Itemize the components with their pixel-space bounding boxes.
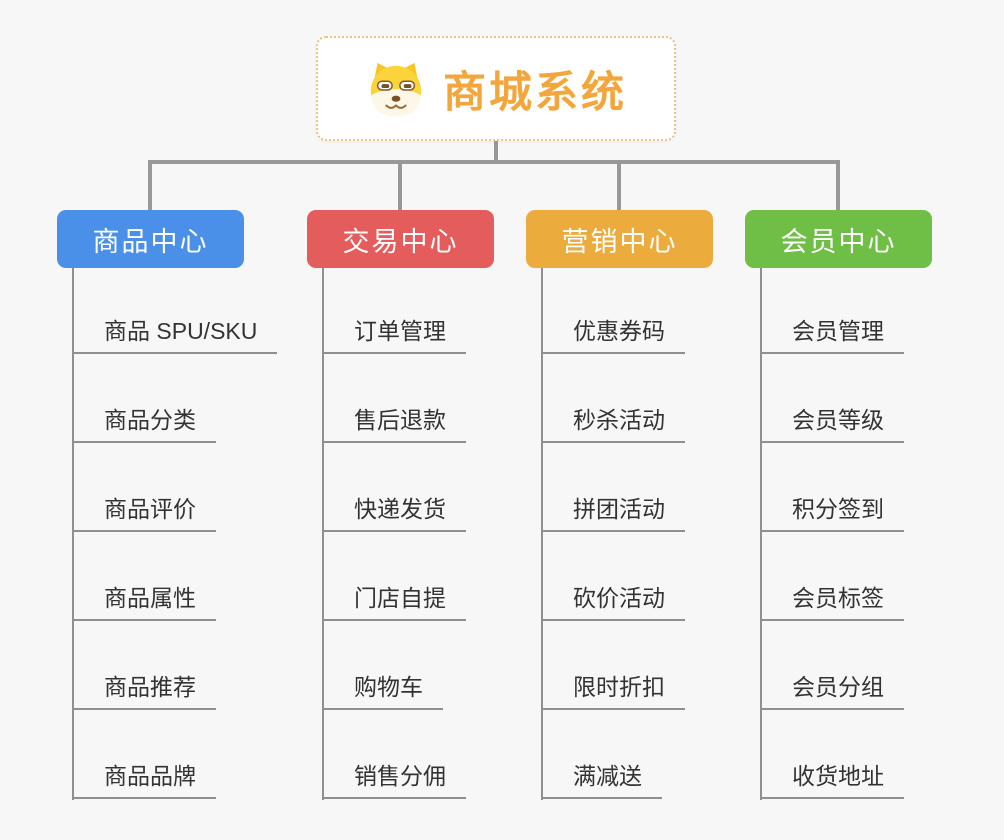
branch-node-members[interactable]: 会员中心 xyxy=(745,210,932,268)
leaf-node[interactable]: 限时折扣 xyxy=(541,676,685,710)
shiba-dog-icon xyxy=(370,62,422,116)
leaf-node[interactable]: 收货地址 xyxy=(760,765,904,799)
leaf-node[interactable]: 销售分佣 xyxy=(322,765,466,799)
leaf-node[interactable]: 会员分组 xyxy=(760,676,904,710)
branch-trunk-line xyxy=(322,268,324,800)
leaf-node[interactable]: 商品属性 xyxy=(72,587,216,621)
leaf-node[interactable]: 门店自提 xyxy=(322,587,466,621)
leaf-node[interactable]: 会员标签 xyxy=(760,587,904,621)
leaf-node[interactable]: 会员管理 xyxy=(760,320,904,354)
leaf-node[interactable]: 售后退款 xyxy=(322,409,466,443)
branch-trunk-line xyxy=(760,268,762,800)
leaf-node[interactable]: 商品推荐 xyxy=(72,676,216,710)
leaf-node[interactable]: 订单管理 xyxy=(322,320,466,354)
leaf-node[interactable]: 满减送 xyxy=(541,765,662,799)
leaf-node[interactable]: 砍价活动 xyxy=(541,587,685,621)
leaf-node[interactable]: 秒杀活动 xyxy=(541,409,685,443)
leaf-node[interactable]: 会员等级 xyxy=(760,409,904,443)
leaf-node[interactable]: 优惠券码 xyxy=(541,320,685,354)
leaf-node[interactable]: 积分签到 xyxy=(760,498,904,532)
leaf-node[interactable]: 商品评价 xyxy=(72,498,216,532)
leaf-node[interactable]: 商品品牌 xyxy=(72,765,216,799)
root-node[interactable]: 商城系统 xyxy=(316,36,676,141)
branch-node-products[interactable]: 商品中心 xyxy=(57,210,244,268)
leaf-node[interactable]: 商品 SPU/SKU xyxy=(72,320,278,354)
leaf-node[interactable]: 购物车 xyxy=(322,676,443,710)
leaf-node[interactable]: 商品分类 xyxy=(72,409,216,443)
branch-trunk-line xyxy=(541,268,543,800)
leaf-node[interactable]: 快递发货 xyxy=(322,498,466,532)
branch-node-trade[interactable]: 交易中心 xyxy=(307,210,494,268)
branch-trunk-line xyxy=(72,268,74,800)
root-title: 商城系统 xyxy=(443,68,627,117)
leaf-node[interactable]: 拼团活动 xyxy=(541,498,685,532)
branch-node-marketing[interactable]: 营销中心 xyxy=(526,210,713,268)
